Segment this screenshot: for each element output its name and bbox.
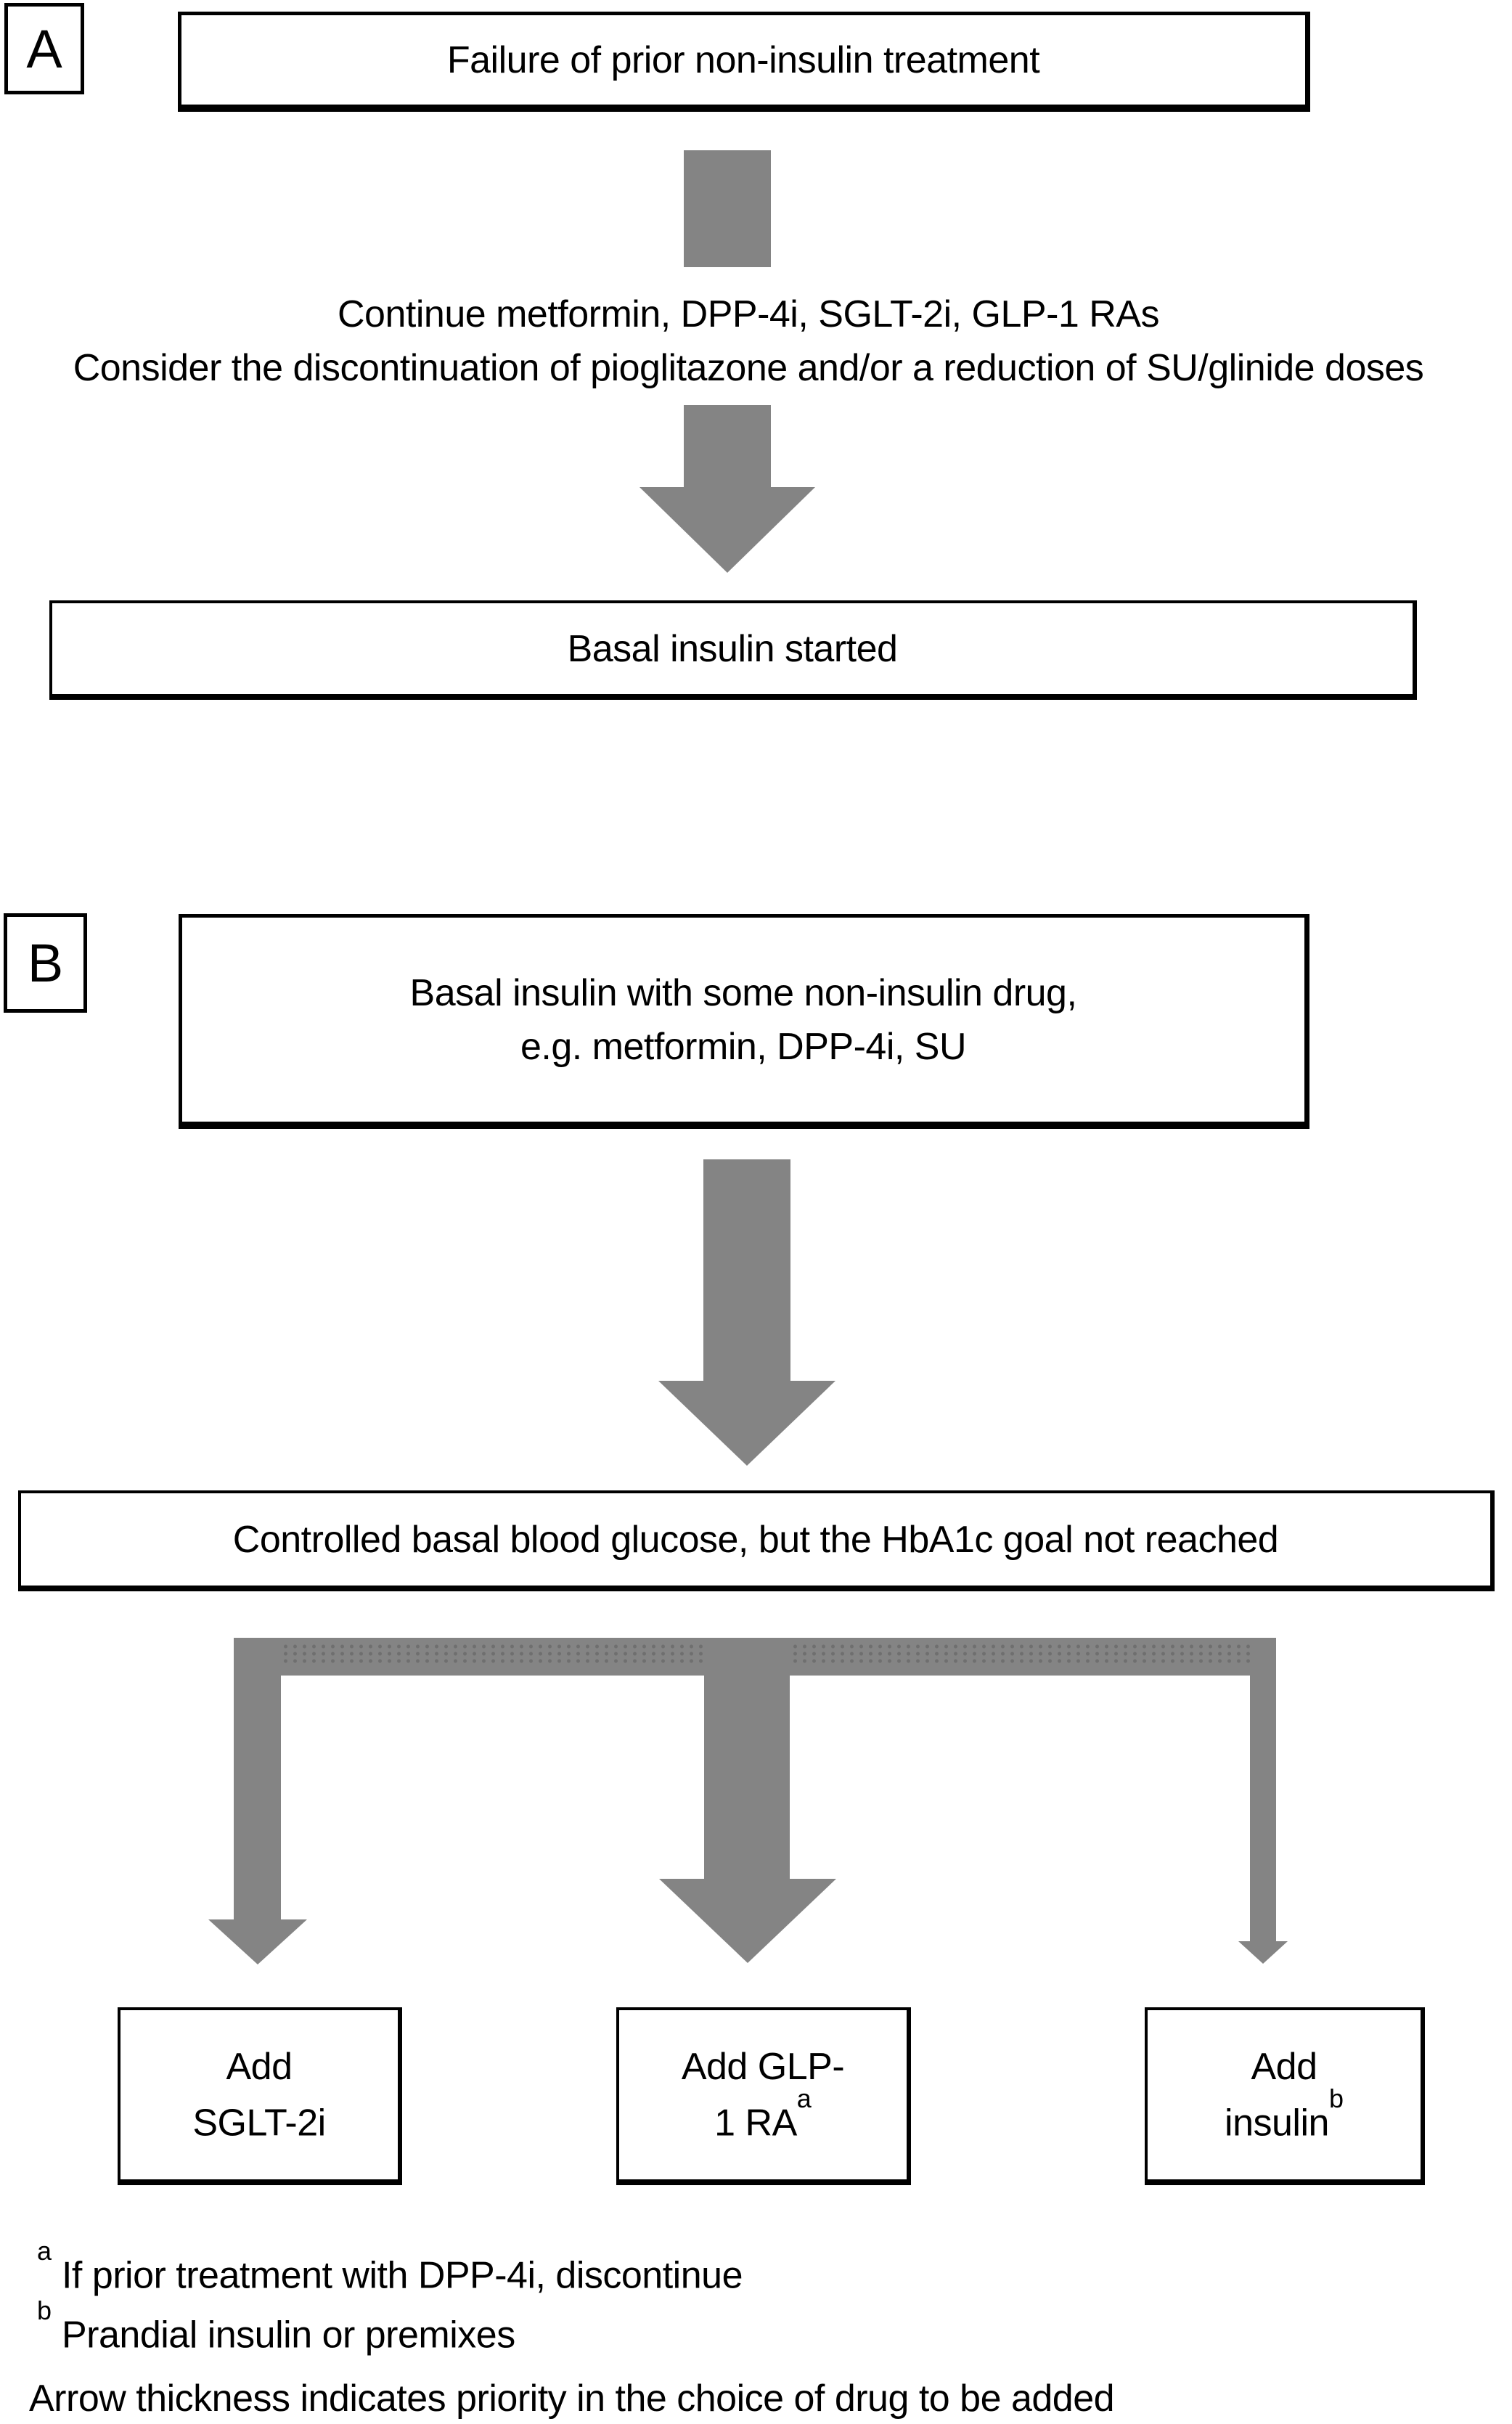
superscript-b: b	[1328, 2083, 1344, 2113]
box-add-insulin: Add insulinb	[1145, 2007, 1425, 2185]
box-add-insulin-line2: insulinb	[1225, 2083, 1344, 2145]
box-add-sglt2i-text: Add SGLT-2i	[192, 2044, 326, 2146]
box-add-glp1ra-line2: 1 RAa	[714, 2083, 812, 2145]
box-basal-noninsulin-line1: Basal insulin with some non-insulin drug…	[409, 971, 1077, 1014]
box-basal-with-noninsulin-drug: Basal insulin with some non-insulin drug…	[179, 914, 1309, 1129]
footnote-a: a If prior treatment with DPP-4i, discon…	[37, 2236, 743, 2297]
box-failure-prior-treatment: Failure of prior non-insulin treatment	[178, 12, 1310, 112]
box-basal-noninsulin-line2: e.g. metformin, DPP-4i, SU	[520, 1025, 967, 1068]
box-add-glp1ra-text: Add GLP- 1 RAa	[681, 2044, 845, 2146]
box-add-sglt2i: Add SGLT-2i	[118, 2007, 402, 2185]
continue-line1: Continue metformin, DPP-4i, SGLT-2i, GLP…	[338, 293, 1160, 335]
footnote-a-text: If prior treatment with DPP-4i, disconti…	[52, 2254, 743, 2297]
box-add-insulin-line1: Add	[1251, 2045, 1317, 2088]
superscript-a: a	[796, 2083, 812, 2113]
box-add-sglt2i-line2: SGLT-2i	[192, 2102, 326, 2145]
box-basal-insulin-started: Basal insulin started	[49, 600, 1417, 700]
box-controlled-basal-glucose: Controlled basal blood glucose, but the …	[18, 1490, 1495, 1591]
box-controlled-text: Controlled basal blood glucose, but the …	[232, 1518, 1279, 1561]
box-add-sglt2i-line1: Add	[226, 2045, 293, 2088]
footnote-a-marker: a	[37, 2236, 52, 2266]
down-arrow-head	[639, 487, 815, 573]
footnote-arrow-thickness: Arrow thickness indicates priority in th…	[29, 2378, 1115, 2420]
footnote-b-text: Prandial insulin or premixes	[52, 2314, 515, 2356]
footnote-b-marker: b	[37, 2296, 52, 2325]
box-failure-text: Failure of prior non-insulin treatment	[446, 38, 1040, 81]
box-basal-started-text: Basal insulin started	[567, 627, 898, 670]
footnote-b: b Prandial insulin or premixes	[37, 2296, 515, 2356]
branch-arrow-glp1ra-shaft	[704, 1638, 790, 1879]
box-basal-noninsulin-text: Basal insulin with some non-insulin drug…	[410, 966, 1077, 1074]
down-arrow-stub	[684, 150, 771, 267]
branch-arrow-glp1ra-head	[659, 1879, 836, 1963]
down-arrow-shaft	[684, 405, 771, 487]
continue-line2: Consider the discontinuation of pioglita…	[73, 347, 1424, 389]
box-add-glp1ra: Add GLP- 1 RAa	[616, 2007, 911, 2185]
box-add-glp1ra-line1: Add GLP-	[681, 2045, 845, 2088]
branch-arrow-sglt2i-shaft	[234, 1638, 281, 1919]
big-down-arrow-head	[658, 1381, 835, 1466]
panel-a-label: A	[4, 3, 84, 94]
continue-instructions: Continue metformin, DPP-4i, SGLT-2i, GLP…	[0, 287, 1497, 395]
branch-arrow-sglt2i-head	[208, 1919, 307, 1964]
branch-arrow-insulin-head	[1238, 1941, 1288, 1964]
branch-arrow-insulin-shaft	[1250, 1638, 1276, 1941]
box-add-insulin-text: Add insulinb	[1225, 2044, 1344, 2146]
panel-b-label: B	[4, 913, 87, 1013]
big-down-arrow-shaft	[703, 1159, 790, 1381]
